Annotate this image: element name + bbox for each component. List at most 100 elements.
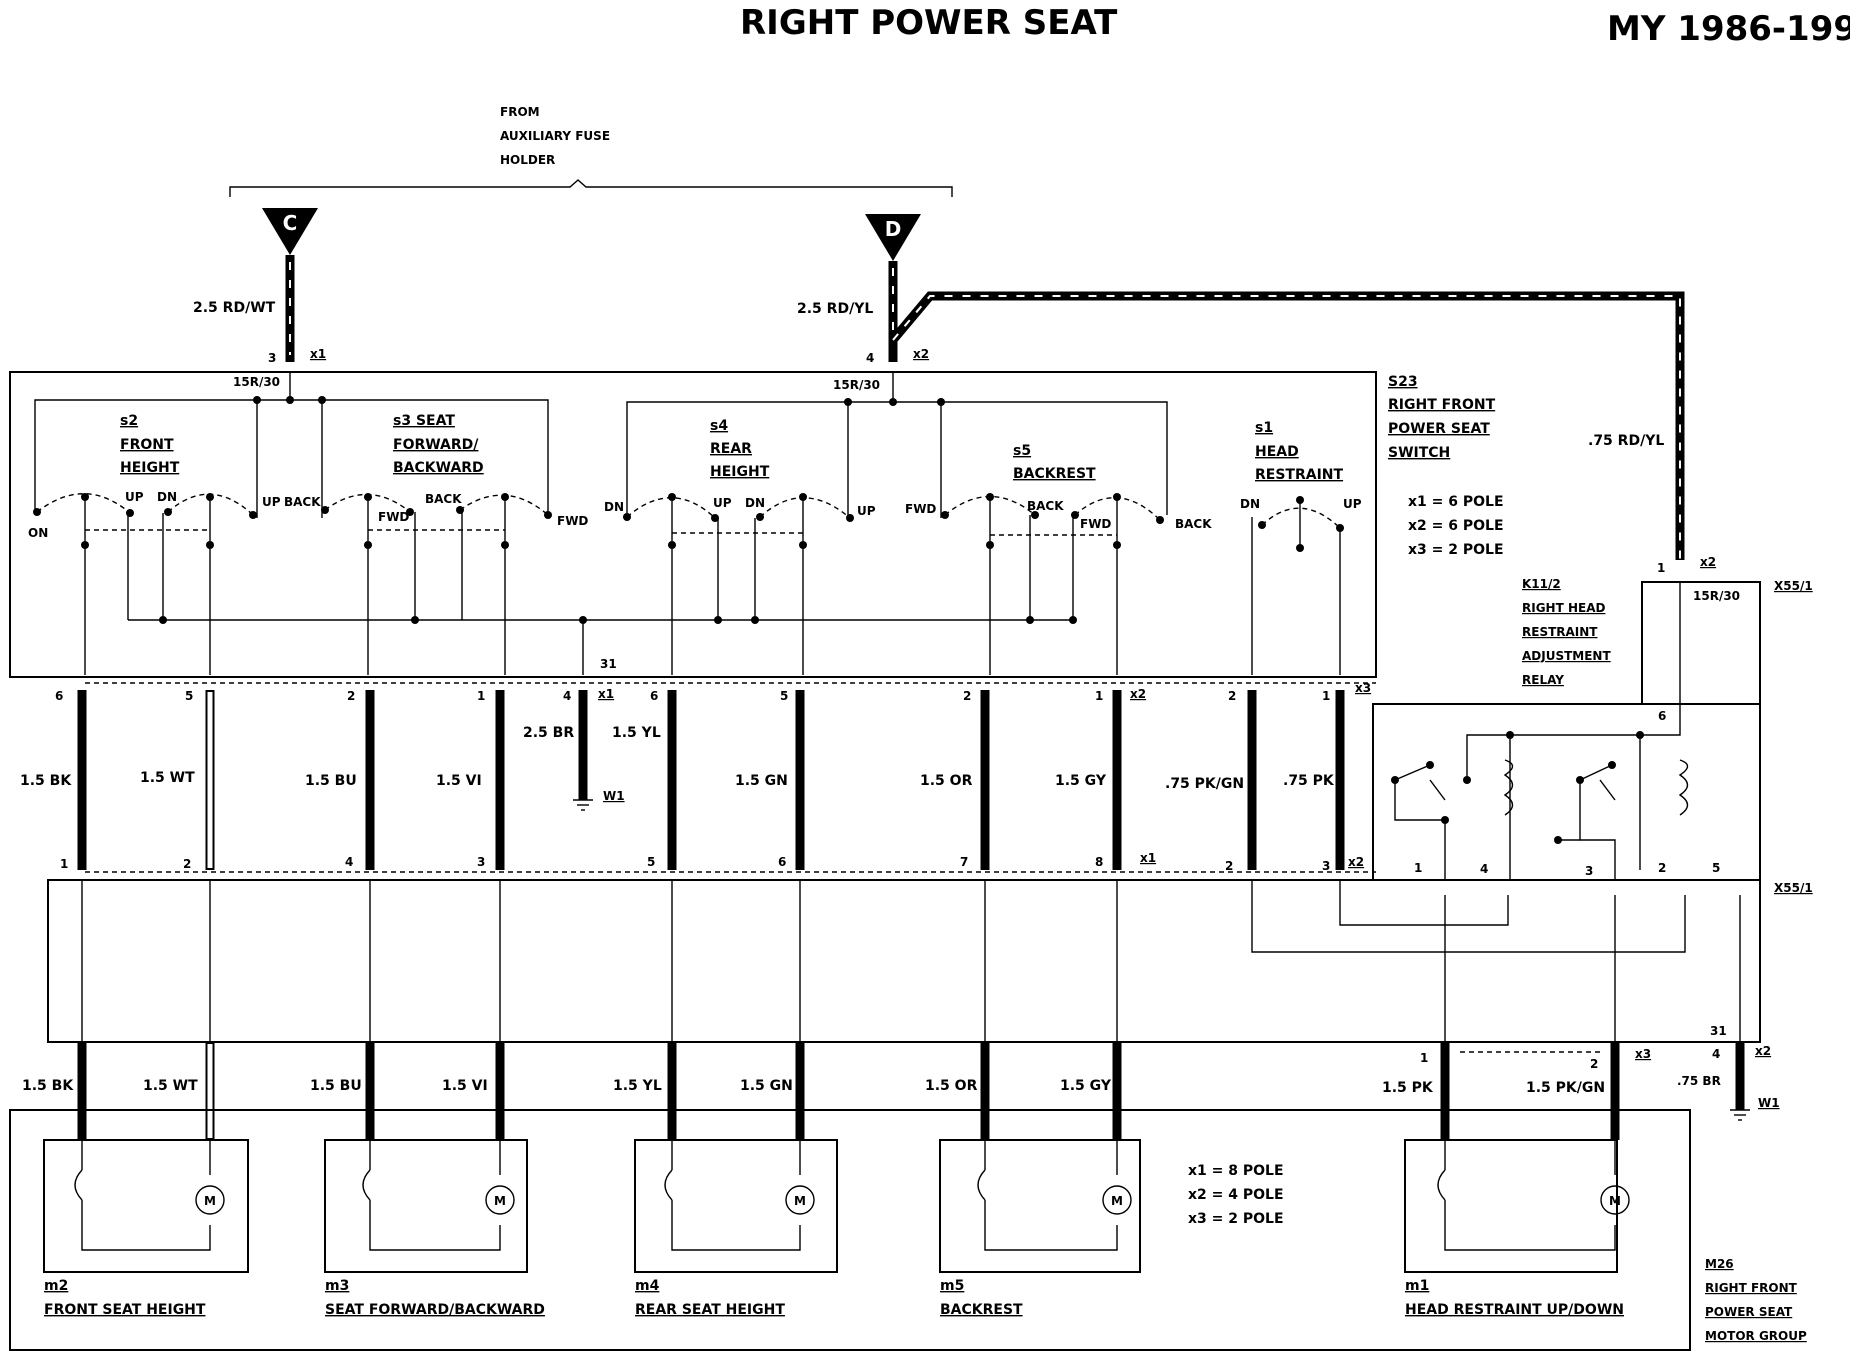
svg-text:2: 2: [347, 689, 355, 703]
svg-text:AUXILIARY FUSE: AUXILIARY FUSE: [500, 129, 610, 143]
relay-bottom-pins: 1 4 3 2 5: [1414, 861, 1720, 878]
svg-text:x1: x1: [1140, 851, 1156, 865]
x55-top-label: X55/1: [1774, 579, 1813, 593]
svg-text:m2: m2: [44, 1278, 68, 1294]
wire-relay-feed: [889, 291, 1685, 560]
svg-text:1.5 BK: 1.5 BK: [20, 773, 72, 789]
svg-text:x2 = 4 POLE: x2 = 4 POLE: [1188, 1187, 1284, 1203]
svg-text:m3: m3: [325, 1278, 349, 1294]
mid-wires: [77, 690, 1345, 870]
motor-group-label: M26 RIGHT FRONT POWER SEAT MOTOR GROUP: [1705, 1257, 1807, 1343]
svg-text:1.5 GN: 1.5 GN: [740, 1078, 793, 1094]
motor-m4: M: [634, 1139, 838, 1273]
switch-s5-label: s5 BACKREST: [1013, 443, 1096, 482]
svg-text:1.5 PK: 1.5 PK: [1382, 1080, 1434, 1096]
svg-text:POWER SEAT: POWER SEAT: [1388, 421, 1490, 437]
x55-passthrough: [81, 880, 1741, 1042]
svg-text:m5: m5: [940, 1278, 964, 1294]
svg-text:1: 1: [1420, 1051, 1428, 1065]
bus-right: [626, 401, 1168, 515]
svg-text:4: 4: [345, 855, 353, 869]
svg-text:K11/2: K11/2: [1522, 577, 1561, 591]
motor-pole-notes: x1 = 8 POLE x2 = 4 POLE x3 = 2 POLE: [1188, 1163, 1284, 1227]
svg-text:DN: DN: [604, 500, 624, 514]
svg-text:C: C: [283, 211, 298, 235]
switch-s3-label: s3 SEAT FORWARD/ BACKWARD: [393, 413, 484, 476]
svg-text:RIGHT HEAD: RIGHT HEAD: [1522, 601, 1605, 615]
relay-pin6: 6: [1658, 709, 1666, 723]
relay-internals: [1394, 704, 1689, 880]
svg-text:S23: S23: [1388, 374, 1418, 390]
svg-text:UP: UP: [857, 504, 876, 518]
svg-text:6: 6: [650, 689, 658, 703]
motor-m5-icon: [1102, 1185, 1132, 1215]
label-feed-relay: .75 RD/YL: [1588, 433, 1664, 449]
svg-text:1.5 VI: 1.5 VI: [436, 773, 482, 789]
svg-text:FWD: FWD: [1080, 517, 1111, 531]
ground-w1-lower: [1730, 1109, 1750, 1121]
svg-text:s3 SEAT: s3 SEAT: [393, 413, 455, 429]
svg-text:1.5 OR: 1.5 OR: [920, 773, 973, 789]
motor-m5: M: [939, 1139, 1141, 1273]
svg-text:4: 4: [563, 689, 571, 703]
svg-text:4: 4: [1712, 1047, 1720, 1061]
svg-text:BACK: BACK: [284, 495, 321, 509]
svg-text:3: 3: [477, 855, 485, 869]
motor-m2-icon: [195, 1185, 225, 1215]
svg-text:1.5 YL: 1.5 YL: [613, 1078, 662, 1094]
svg-text:M: M: [204, 1194, 216, 1208]
svg-text:1.5 WT: 1.5 WT: [143, 1078, 198, 1094]
switch-contacts: [33, 493, 1344, 624]
svg-text:FORWARD/: FORWARD/: [393, 437, 479, 453]
svg-text:5: 5: [1712, 861, 1720, 875]
svg-text:1.5 BU: 1.5 BU: [305, 773, 357, 789]
svg-text:x2 = 6 POLE: x2 = 6 POLE: [1408, 518, 1504, 534]
svg-text:BACKREST: BACKREST: [1013, 466, 1096, 482]
svg-text:FRONT SEAT HEIGHT: FRONT SEAT HEIGHT: [44, 1302, 206, 1318]
svg-text:2: 2: [183, 857, 191, 871]
term-c: 15R/30: [233, 375, 280, 389]
svg-text:UP: UP: [713, 496, 732, 510]
svg-text:HEAD: HEAD: [1255, 444, 1299, 460]
svg-text:1.5 GY: 1.5 GY: [1060, 1078, 1112, 1094]
svg-text:REAR SEAT HEIGHT: REAR SEAT HEIGHT: [635, 1302, 785, 1318]
svg-text:M: M: [494, 1194, 506, 1208]
pin-c: 3: [268, 351, 276, 365]
relay-term-top: 15R/30: [1693, 589, 1740, 603]
label-feed-d: 2.5 RD/YL: [797, 301, 873, 317]
svg-text:M: M: [1111, 1194, 1123, 1208]
svg-text:s1: s1: [1255, 420, 1273, 436]
svg-text:UP: UP: [125, 490, 144, 504]
relay-pin-top: 1: [1657, 561, 1665, 575]
bus-drops: [256, 372, 942, 518]
connector-block-x55: [47, 879, 1761, 1043]
conn-c: x1: [310, 347, 326, 361]
terminal-d: D: [865, 214, 921, 261]
svg-text:1.5 OR: 1.5 OR: [925, 1078, 978, 1094]
svg-text:FWD: FWD: [378, 510, 409, 524]
label-31: 31: [600, 657, 617, 671]
motor-wire-colors: 1.5 BK 1.5 WT 1.5 BU 1.5 VI 1.5 YL 1.5 G…: [22, 1078, 1605, 1096]
svg-text:HEAD RESTRAINT UP/DOWN: HEAD RESTRAINT UP/DOWN: [1405, 1302, 1624, 1318]
svg-text:3: 3: [1585, 864, 1593, 878]
svg-text:x3: x3: [1355, 681, 1371, 695]
motor-wires: [77, 1042, 1745, 1140]
switch-s1-label: s1 HEAD RESTRAINT: [1255, 420, 1344, 483]
upper-wire-colors: 1.5 BK 1.5 WT 1.5 BU 1.5 VI 2.5 BR 1.5 Y…: [20, 725, 1335, 792]
svg-text:s4: s4: [710, 418, 728, 434]
svg-text:.75 PK/GN: .75 PK/GN: [1165, 776, 1244, 792]
svg-text:1.5 GN: 1.5 GN: [735, 773, 788, 789]
svg-text:7: 7: [960, 855, 968, 869]
svg-text:M: M: [1609, 1194, 1621, 1208]
svg-text:BACK: BACK: [425, 492, 462, 506]
motor-m4-icon: [785, 1185, 815, 1215]
relay-nodes: [1391, 731, 1644, 844]
svg-text:6: 6: [778, 855, 786, 869]
bus-junctions: [253, 396, 945, 406]
motor-m2: M: [43, 1139, 249, 1273]
svg-text:2.5 BR: 2.5 BR: [523, 725, 574, 741]
svg-text:M26: M26: [1705, 1257, 1734, 1271]
source-brace: [229, 179, 953, 197]
svg-text:2: 2: [1228, 689, 1236, 703]
